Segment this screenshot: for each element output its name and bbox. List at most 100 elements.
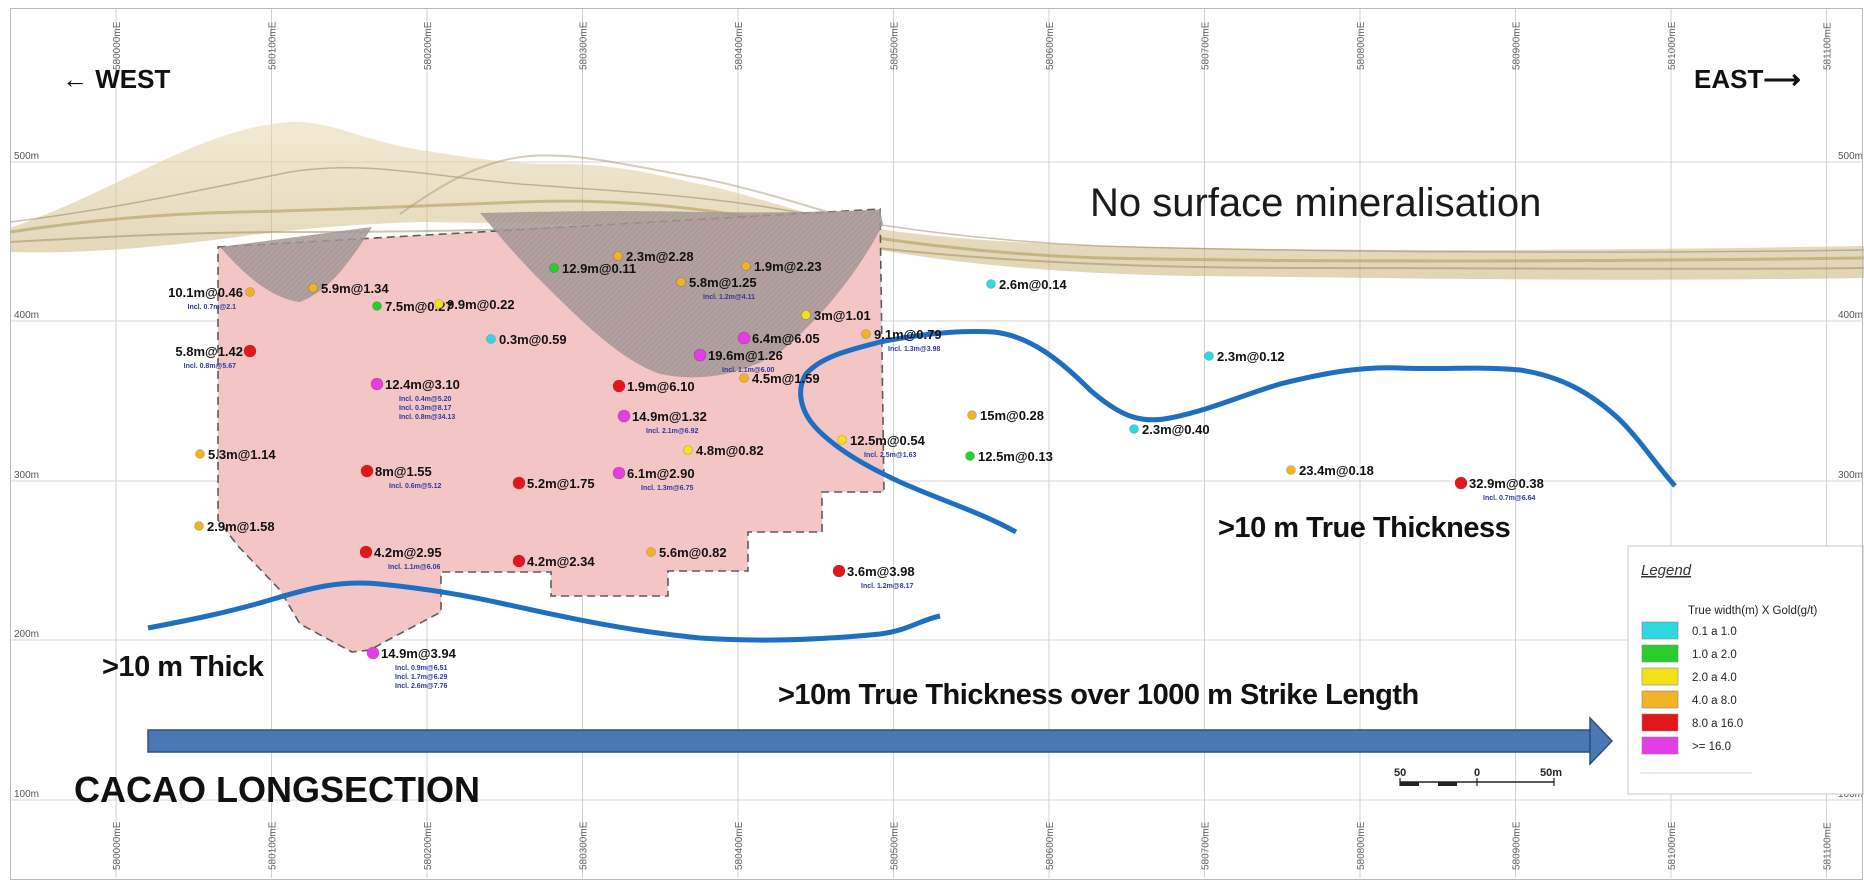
intercept-marker (194, 521, 204, 531)
easting-label-top: 580300mE (579, 21, 590, 70)
drill-intercept: 4.8m@0.82 (683, 443, 764, 458)
easting-label-bottom: 580100mE (268, 821, 279, 870)
drill-intercept: 6.4m@6.05 (737, 331, 820, 346)
intercept-marker (676, 277, 686, 287)
legend-item: 0.1 a 1.0 (1641, 621, 1737, 640)
intercept-marker (1454, 476, 1468, 490)
easting-label-bottom: 580900mE (1512, 821, 1523, 870)
legend-item: 1.0 a 2.0 (1641, 644, 1737, 663)
intercept-label: 15m@0.28 (980, 408, 1044, 423)
easting-label-bottom: 580400mE (734, 821, 745, 870)
drill-intercept: 15m@0.28 (967, 408, 1044, 423)
easting-label-top: 580500mE (890, 21, 901, 70)
intercept-including: Incl. 2.6m@7.76 (395, 683, 447, 690)
drill-intercept: 5.9m@1.34 (308, 281, 389, 296)
intercept-label: 8m@1.55 (375, 464, 432, 479)
intercept-label: 2.9m@1.58 (207, 519, 275, 534)
elevation-label-left: 400m (14, 310, 39, 321)
intercept-including: Incl. 1.3m@3.98 (888, 346, 940, 353)
thickness-line-east (798, 328, 1677, 535)
intercept-including: Incl. 1.1m@6.06 (388, 564, 440, 571)
depleted-zone (220, 210, 883, 378)
intercept-marker (986, 279, 996, 289)
legend-swatch (1641, 736, 1679, 755)
intercept-including: Incl. 0.3m@8.17 (399, 405, 451, 412)
intercept-label: 5.6m@0.82 (659, 545, 727, 560)
scale-left-label: 50 (1394, 767, 1406, 779)
intercept-marker (195, 449, 205, 459)
intercept-label: 4.2m@2.34 (527, 554, 595, 569)
intercept-label: 5.8m@1.42 (175, 344, 243, 359)
intercept-marker (1129, 424, 1139, 434)
intercept-label: 1.9m@6.10 (627, 379, 695, 394)
intercept-label: 5.2m@1.75 (527, 476, 595, 491)
drill-intercept: 2.3m@0.40 (1129, 422, 1210, 437)
intercept-label: 4.8m@0.82 (696, 443, 764, 458)
easting-label-bottom: 581000mE (1667, 821, 1678, 870)
intercept-label: 2.3m@0.12 (1217, 349, 1285, 364)
intercept-marker (366, 646, 380, 660)
intercept-including: Incl. 1.1m@6.00 (722, 367, 774, 374)
intercept-including: Incl. 0.8m@5.67 (184, 363, 236, 370)
intercept-including: Incl. 0.4m@5.20 (399, 396, 451, 403)
intercept-marker (1286, 465, 1296, 475)
legend-item: 2.0 a 4.0 (1641, 667, 1737, 686)
legend-label: >= 16.0 (1692, 741, 1731, 753)
intercept-label: 10.1m@0.46 (168, 285, 243, 300)
intercept-label: 12.5m@0.13 (978, 449, 1053, 464)
intercept-marker (370, 377, 384, 391)
easting-label-bottom: 580000mE (112, 821, 123, 870)
intercept-marker (683, 445, 693, 455)
drill-intercept: 2.9m@1.58 (194, 519, 275, 534)
drill-intercept: 4.5m@1.59 (739, 371, 820, 386)
intercept-marker (693, 348, 707, 362)
intercept-including: Incl. 0.9m@6.51 (395, 665, 447, 672)
intercept-marker (549, 263, 559, 273)
intercept-marker (613, 251, 623, 261)
intercept-marker (486, 334, 496, 344)
intercept-label: 9.1m@0.79 (874, 327, 942, 342)
easting-label-top: 580900mE (1512, 21, 1523, 70)
easting-label-bottom: 580200mE (423, 821, 434, 870)
strike-length-arrow (147, 716, 1614, 766)
thick-west-note: >10 m Thick (102, 651, 265, 683)
legend-item: 8.0 a 16.0 (1641, 713, 1743, 732)
elevation-label-left: 300m (14, 470, 39, 481)
easting-label-top: 580700mE (1201, 21, 1212, 70)
legend-label: 1.0 a 2.0 (1692, 649, 1737, 661)
easting-label-bottom: 580600mE (1045, 821, 1056, 870)
drill-intercept: 23.4m@0.18 (1286, 463, 1374, 478)
elevation-label-left: 100m (14, 789, 39, 800)
legend-swatch (1641, 690, 1679, 709)
intercept-label: 5.8m@1.25 (689, 275, 757, 290)
drill-intercept: 5.3m@1.14 (195, 447, 276, 462)
legend-label: 4.0 a 8.0 (1692, 695, 1737, 707)
intercept-marker (512, 554, 526, 568)
intercept-label: 14.9m@1.32 (632, 409, 707, 424)
easting-label-top: 580600mE (1045, 21, 1056, 70)
drill-intercept: 1.9m@6.10 (612, 379, 695, 394)
legend-swatch (1641, 667, 1679, 686)
drill-intercept: 0.3m@0.59 (486, 332, 567, 347)
intercept-marker (245, 287, 255, 297)
legend-subtitle: True width(m) X Gold(g/t) (1688, 605, 1817, 617)
legend-label: 0.1 a 1.0 (1692, 626, 1737, 638)
legend-item: >= 16.0 (1641, 736, 1731, 755)
intercept-label: 14.9m@3.94 (381, 646, 457, 661)
intercept-including: Incl. 1.2m@8.17 (861, 583, 913, 590)
scale-bar: 50 0 50m (1394, 767, 1562, 786)
intercept-label: 2.6m@0.14 (999, 277, 1067, 292)
drill-intercept: 5.2m@1.75 (512, 476, 595, 491)
drill-intercept: 1.9m@2.23 (741, 259, 822, 274)
easting-label-bottom: 580300mE (579, 821, 590, 870)
